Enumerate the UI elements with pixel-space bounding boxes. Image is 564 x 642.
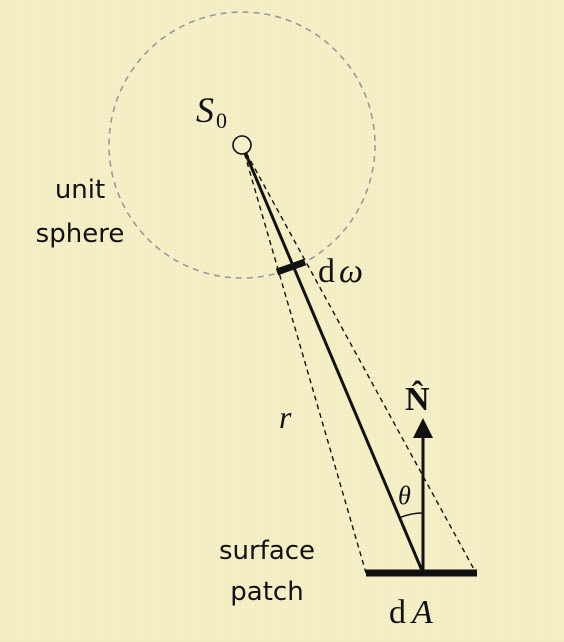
normal-arrowhead (413, 418, 433, 438)
surface-patch-label-line1: surface (219, 536, 315, 566)
angle-arc (399, 512, 424, 519)
unit-sphere-circle (108, 11, 376, 279)
ray-line (240, 144, 425, 574)
source-label: S0 (196, 90, 227, 133)
distance-label: r (279, 399, 292, 435)
source-subscript: 0 (216, 108, 227, 133)
unit-sphere-label-line1: unit (55, 175, 105, 205)
cone-edge-right (241, 144, 477, 574)
cone-edge-left (241, 144, 367, 574)
angle-label: θ (398, 481, 411, 510)
unit-sphere-label-line2: sphere (36, 219, 125, 249)
surface-patch-label-line2: patch (230, 577, 303, 607)
solid-angle-element (275, 258, 307, 276)
normal-label: N̂ (405, 380, 430, 418)
source-point (232, 135, 252, 155)
